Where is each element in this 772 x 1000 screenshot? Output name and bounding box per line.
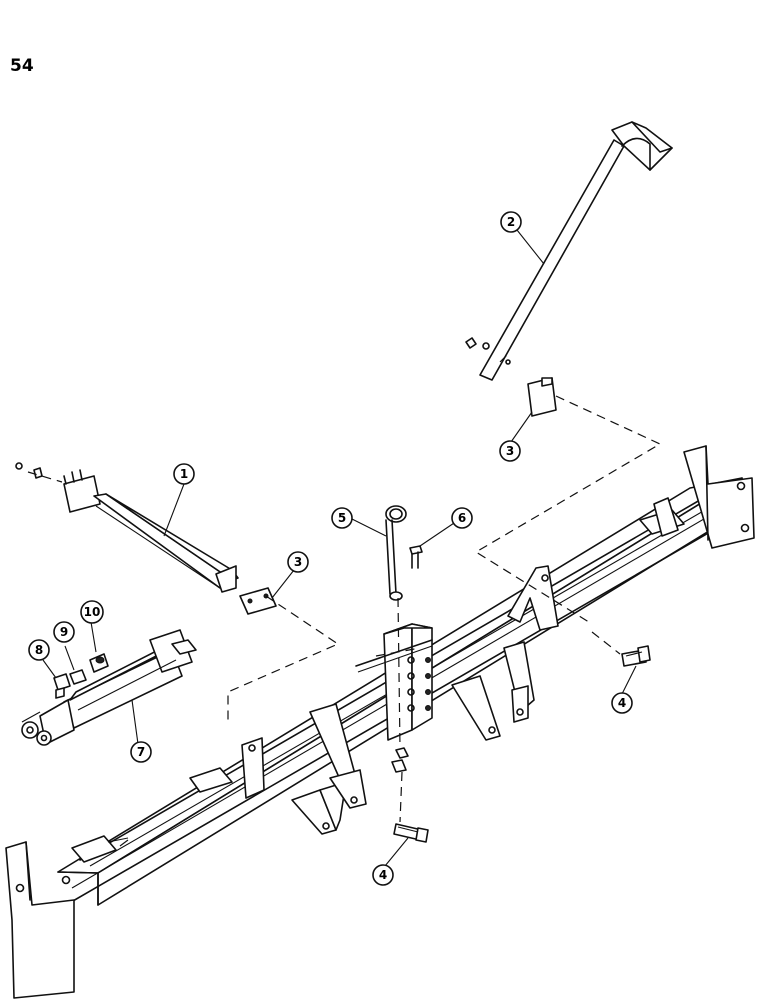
part-10-cap xyxy=(89,653,109,673)
part-4-bolt-right xyxy=(621,645,651,667)
assembly-lines xyxy=(27,351,662,823)
callout-label: 6 xyxy=(458,511,466,525)
callout-label: 10 xyxy=(84,605,101,619)
callout-2: 2 xyxy=(500,211,522,233)
page-number: 54 xyxy=(10,56,34,76)
callout-3-lower: 3 xyxy=(287,551,309,573)
callout-label: 1 xyxy=(180,467,188,481)
callout-10: 10 xyxy=(80,600,104,624)
callout-label: 8 xyxy=(35,643,43,657)
callout-6: 6 xyxy=(451,507,473,529)
callout-label: 4 xyxy=(379,868,387,882)
callout-3-upper: 3 xyxy=(499,440,521,462)
callout-label: 5 xyxy=(338,511,346,525)
part-3-clamp-lower xyxy=(239,587,277,615)
part-9-coupler xyxy=(69,669,87,685)
callout-7: 7 xyxy=(130,741,152,763)
frame-brackets xyxy=(241,565,559,835)
callout-label: 3 xyxy=(294,555,302,569)
callout-1: 1 xyxy=(173,463,195,485)
part-8-elbow-fitting xyxy=(53,673,71,699)
callout-label: 2 xyxy=(507,215,515,229)
part-3-clamp-upper xyxy=(527,377,557,417)
part-5-pin-loop xyxy=(385,505,407,601)
main-frame xyxy=(5,445,755,999)
nuts xyxy=(391,337,490,773)
part-2-upper-arm xyxy=(479,121,673,381)
callout-label: 7 xyxy=(137,745,145,759)
callout-label: 4 xyxy=(618,696,626,710)
callout-4-lower: 4 xyxy=(372,864,394,886)
callout-9: 9 xyxy=(53,621,75,643)
leader-lines xyxy=(42,229,637,867)
part-1-cylinder-rod xyxy=(15,462,239,593)
callout-4-right: 4 xyxy=(611,692,633,714)
callout-5: 5 xyxy=(331,507,353,529)
callout-8: 8 xyxy=(28,639,50,661)
part-4-bolt-lower xyxy=(393,823,429,843)
callout-label: 3 xyxy=(506,444,514,458)
part-6-small-bolt xyxy=(409,545,423,569)
callout-label: 9 xyxy=(60,625,68,639)
part-7-hydraulic-cylinder xyxy=(21,629,197,746)
